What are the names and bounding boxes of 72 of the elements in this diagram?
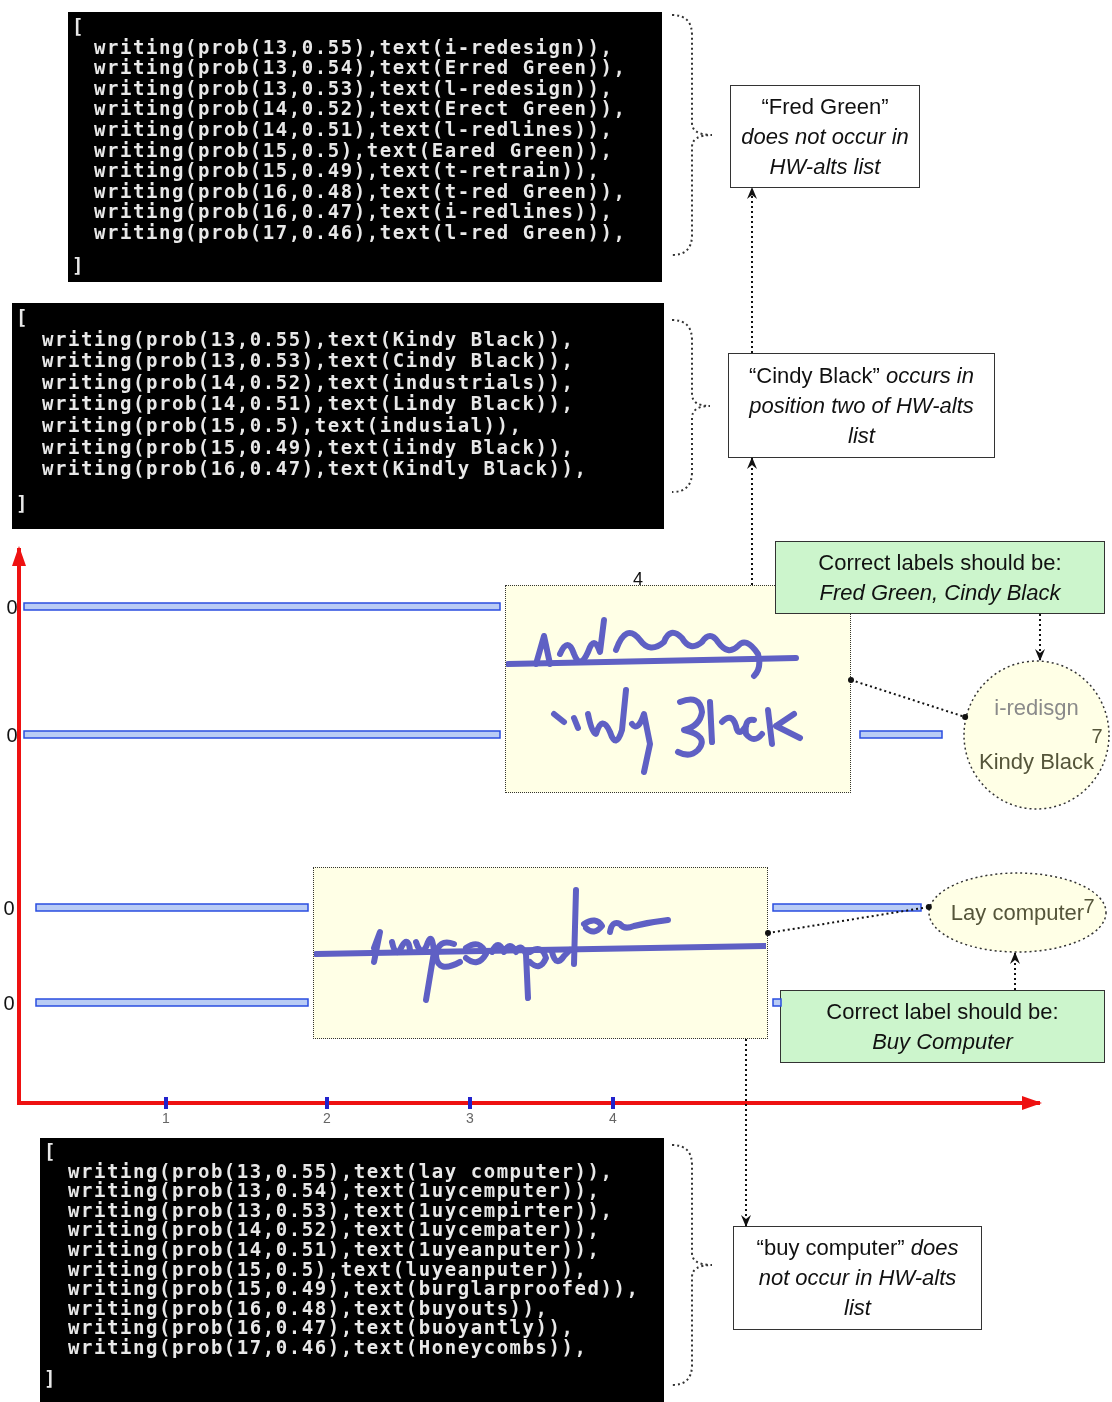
bracket-text: [ [44, 1142, 58, 1162]
code-line: writing(prob(13,0.55),text(lay computer)), [67, 1161, 615, 1182]
box-heading: Correct labels should be: [818, 548, 1062, 577]
box-text: Fred Green, Cindy Black [819, 578, 1061, 607]
console-window [40, 1138, 664, 1402]
axis-value-label: 0 [3, 991, 15, 1015]
code-line: writing(prob(16,0.48),text(t-red Green)), [93, 180, 628, 202]
code-line: writing(prob(13,0.53),text(Cindy Black)), [41, 350, 576, 372]
result-ellipse [963, 660, 1110, 810]
correction-box [775, 541, 1105, 614]
bracket-text: ] [44, 1369, 58, 1389]
box-text: Buy Computer [872, 1027, 1013, 1056]
console-window [12, 303, 664, 529]
code-line: writing(prob(17,0.46),text(l-red Green)), [93, 221, 628, 243]
code-line: writing(prob(16,0.47),text(buoyantly)), [67, 1318, 575, 1338]
console-window [68, 12, 662, 282]
code-line: writing(prob(14,0.52),text(industrials)), [41, 371, 576, 394]
code-line: writing(prob(13,0.53),text(l-redesign)), [93, 77, 614, 99]
bracket-text: [ [16, 307, 30, 329]
tick-label: 1 [162, 1110, 170, 1126]
code-line: writing(prob(14,0.51),text(1uyeanputer)), [67, 1239, 602, 1260]
code-line: writing(prob(15,0.5),text(indusial)), [41, 414, 524, 437]
code-line: writing(prob(13,0.54),text(Erred Green)), [93, 57, 628, 78]
code-line: writing(prob(14,0.51),text(l-redlines)), [93, 118, 614, 140]
tick-label: 4 [609, 1110, 617, 1126]
note-text: “buy computer” does not occur in HW-alts list [755, 1234, 960, 1322]
note-box [728, 353, 995, 458]
code-line: writing(prob(15,0.49),text(iindy Black)), [41, 436, 576, 459]
code-line: writing(prob(13,0.54),text(1uycemputer)), [67, 1181, 601, 1201]
code-line: writing(prob(13,0.53),text(1uycempirter)), [67, 1200, 615, 1221]
bracket-text: [ [72, 16, 86, 37]
recognized-text: Lay computer [950, 899, 1085, 926]
box-heading: Correct label should be: [826, 997, 1059, 1026]
connector-line [848, 677, 969, 720]
code-line: writing(prob(13,0.55),text(Kindy Black)), [41, 328, 576, 351]
note-box [730, 85, 920, 188]
bracket-text: ] [16, 492, 30, 515]
code-line: writing(prob(16,0.47),text(Kindly Black)), [41, 458, 589, 480]
code-line: writing(prob(15,0.49),text(burglarproofed)), [67, 1279, 641, 1299]
code-line: writing(prob(13,0.55),text(i-redesign)), [93, 36, 615, 58]
connector-line [765, 904, 932, 936]
tick-label: 2 [323, 1110, 331, 1126]
handwriting-drawing [313, 867, 768, 1039]
result-ellipse [928, 872, 1107, 953]
axis-value-label: 0 [6, 595, 18, 619]
arrow [1035, 613, 1045, 662]
code-line: writing(prob(14,0.51),text(Lindy Black)), [41, 393, 576, 415]
code-line: writing(prob(16,0.48),text(buyouts)), [67, 1298, 549, 1319]
code-line: writing(prob(15,0.5),text(luyeanputer)), [67, 1259, 588, 1280]
bracket-text: ] [72, 254, 86, 276]
recognized-text: Kindy Black [979, 749, 1094, 775]
value-label: 7 [1091, 724, 1103, 748]
axis-value-label: 0 [3, 896, 15, 920]
code-line: writing(prob(17,0.46),text(Honeycombs)), [67, 1337, 589, 1358]
arrow [747, 457, 757, 586]
tick-label: 3 [466, 1110, 474, 1126]
alternate-text: i-redisgn [994, 695, 1079, 721]
arrow [1010, 952, 1020, 991]
value-label: 4 [633, 568, 643, 590]
value-label: 7 [1083, 894, 1095, 917]
code-line: writing(prob(15,0.5),text(Eared Green)), [93, 139, 615, 161]
code-line: writing(prob(16,0.47),text(i-redlines)), [93, 201, 614, 222]
note-text: “Cindy Black” occurs in position two of HW-alts list [747, 361, 975, 450]
note-text: “Fred Green” does not occur in HW-alts list [741, 92, 909, 181]
note-box [733, 1226, 982, 1330]
code-line: writing(prob(14,0.52),text(1uycempater)), [67, 1220, 601, 1240]
arrow [747, 187, 757, 354]
correction-box [780, 990, 1105, 1063]
code-line: writing(prob(15,0.49),text(t-retrain)), [93, 160, 601, 181]
code-line: writing(prob(14,0.52),text(Erect Green)), [93, 98, 628, 119]
arrow [741, 1038, 751, 1227]
axis-value-label: 0 [6, 723, 18, 747]
